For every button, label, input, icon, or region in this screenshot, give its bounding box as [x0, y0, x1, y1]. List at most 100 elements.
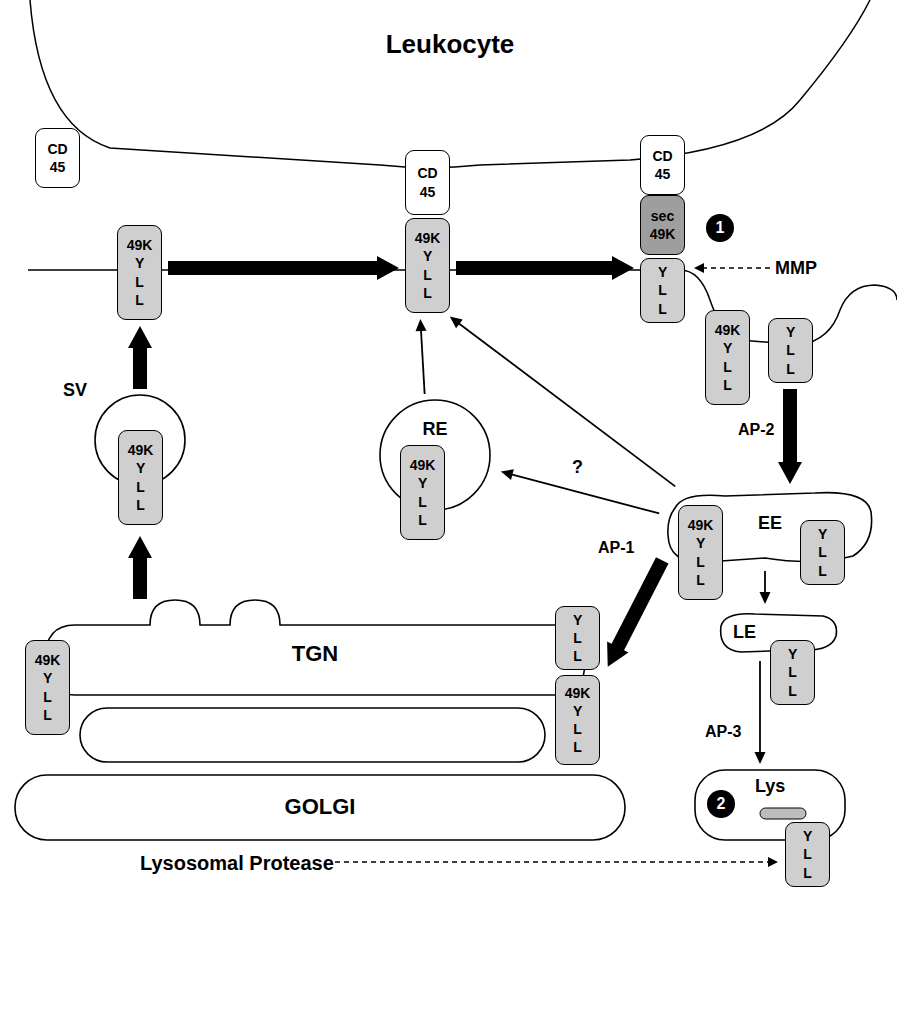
leukocyte-membrane	[30, 0, 870, 168]
text-holder: GOLGI	[15, 793, 625, 822]
arrow-shaft	[511, 474, 659, 513]
arrow-head	[755, 752, 766, 764]
arrow-shaft	[168, 261, 378, 275]
lysosome-content	[760, 808, 806, 819]
transport-arrow	[168, 256, 399, 280]
arrow-shaft	[133, 347, 147, 389]
membrane-stub: Y L L	[800, 520, 845, 585]
membrane-protein: 49KY L L	[405, 218, 450, 313]
protein-label: CD 45	[47, 140, 67, 176]
membrane-protein: 49KY L L	[555, 675, 600, 765]
protein-label: Y L L	[423, 247, 432, 302]
membrane-protein: 49KY L L	[400, 445, 445, 540]
text-holder: Lys	[755, 775, 785, 798]
text-holder: 1	[706, 214, 734, 242]
arrow-head	[612, 256, 634, 280]
protein-label: 49K	[410, 456, 436, 474]
edge-label: AP-1	[598, 538, 634, 559]
vesicle: SV49KY L L	[95, 395, 185, 530]
endosome: RE 49KY L L	[375, 400, 495, 540]
protein-label: 49K	[35, 651, 61, 669]
arrow-head	[778, 462, 802, 484]
protein-label: Y L L	[723, 339, 732, 394]
membrane-stub: Y L L	[640, 258, 685, 323]
protein-label: sec 49K	[650, 207, 676, 243]
endosome: EE49KY L LY L L	[665, 490, 875, 565]
protein-label: Y L L	[43, 669, 52, 724]
pathway-arrow	[755, 661, 766, 764]
protein-label: Y L L	[418, 474, 427, 529]
protein-label: Y L L	[658, 263, 667, 318]
protein-label: Y L L	[786, 323, 795, 378]
dashed-arrow	[335, 861, 768, 863]
arrow-head	[501, 469, 514, 480]
transport-arrow	[128, 536, 152, 599]
text-holder: Lysosomal Protease	[140, 850, 334, 876]
arrow-head	[128, 326, 152, 348]
cd45-receptor: CD 45	[35, 128, 80, 188]
arrow-head	[450, 317, 463, 329]
label-text: Leukocyte	[386, 28, 515, 62]
membrane-protein: 49KY L L	[25, 640, 70, 735]
membrane-stub: Y L L	[768, 318, 813, 383]
text-holder: AP-2	[738, 420, 774, 441]
arrow-shaft	[759, 661, 761, 753]
pathway-arrow	[416, 319, 427, 394]
text-holder: Leukocyte	[386, 28, 515, 62]
protein-label: Y L L	[136, 459, 145, 514]
arrow-head	[768, 857, 778, 867]
golgi-cisterna	[80, 708, 545, 762]
protein-label: 49K	[715, 321, 741, 339]
endosome: LEY L L	[715, 610, 840, 655]
arrow-shaft	[133, 557, 147, 599]
callout-number: 2	[707, 790, 735, 818]
arrow-shaft	[459, 323, 676, 486]
compartment-label: EE	[758, 512, 782, 535]
cd45-receptor: CD 45	[640, 135, 685, 195]
cd45-receptor: CD 45	[405, 150, 450, 215]
arrow-shaft	[764, 571, 766, 593]
label-text: Lysosomal Protease	[140, 850, 334, 876]
protein-label: 49K	[688, 516, 714, 534]
membrane-stub: Y L L	[785, 822, 830, 887]
compartment-label: RE	[422, 418, 447, 441]
edge-label: ?	[572, 456, 583, 479]
text-holder: SV	[63, 379, 87, 402]
arrow-head	[377, 256, 399, 280]
arrow-head	[760, 592, 771, 604]
arrow-shaft	[617, 560, 662, 648]
protein-label: Y L L	[788, 645, 797, 700]
text-holder: ?	[572, 456, 583, 479]
protein-label: Y L L	[573, 611, 582, 666]
protein-label: Y L L	[573, 702, 582, 757]
transport-arrow	[128, 326, 152, 389]
edge-label: AP-3	[705, 722, 741, 743]
membrane-stub: Y L L	[770, 640, 815, 705]
trans-golgi-outline	[25, 605, 605, 765]
pathway-arrow	[450, 317, 675, 487]
protein-label: 49K	[415, 229, 441, 247]
protein-label: CD 45	[417, 164, 437, 200]
arrow-head	[128, 536, 152, 558]
membrane-protein: 49KY L L	[678, 505, 723, 600]
trans-golgi: TGN49KY L LY L L49KY L L	[25, 605, 605, 765]
text-holder: AP-1	[598, 538, 634, 559]
text-holder: AP-3	[705, 722, 741, 743]
protein-label: Y L L	[818, 525, 827, 580]
protein-label: Y L L	[803, 827, 812, 882]
protein-label: Y L L	[696, 534, 705, 589]
text-holder: RE	[375, 418, 495, 441]
arrow-head	[607, 642, 628, 667]
protein-label: 49K	[128, 441, 154, 459]
transport-arrow	[778, 389, 802, 484]
golgi-cisterna-outline	[15, 775, 625, 840]
arrow-shaft	[421, 330, 425, 394]
text-holder: MMP	[775, 257, 817, 280]
membrane-stub: Y L L	[555, 606, 600, 670]
arrow-head	[416, 319, 427, 331]
label-text: MMP	[775, 257, 817, 280]
membrane-protein: 49KY L L	[118, 430, 163, 525]
callout-number: 1	[706, 214, 734, 242]
compartment-label: SV	[63, 379, 87, 402]
text-holder: 2	[707, 790, 735, 818]
